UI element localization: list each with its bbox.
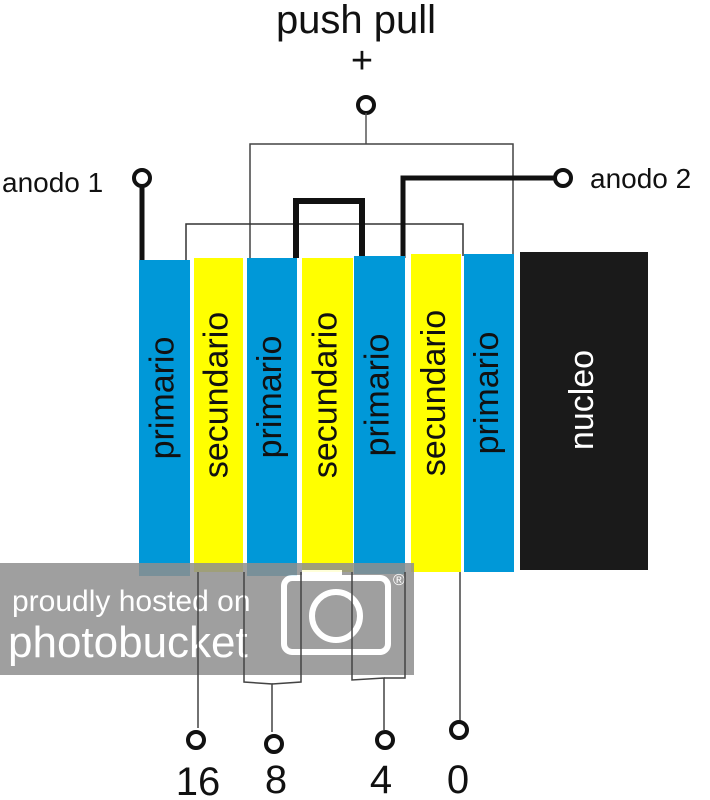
winding-label-3: primario bbox=[251, 336, 289, 459]
anode-1-label: anodo 1 bbox=[2, 167, 103, 198]
watermark-registered: ® bbox=[393, 572, 405, 589]
winding-layers: primario secundario primario secundario prim… bbox=[139, 254, 514, 576]
plus-sign: + bbox=[351, 40, 373, 82]
tap-16-terminal bbox=[186, 730, 206, 750]
anode-2-terminal bbox=[553, 168, 573, 188]
tap-8-return bbox=[271, 572, 302, 685]
winding-label-2: secundario bbox=[197, 312, 235, 478]
tap-4-terminal bbox=[375, 730, 395, 750]
tap-4-return bbox=[384, 572, 406, 679]
winding-secondary-2 bbox=[194, 258, 243, 572]
tap-0-terminal bbox=[449, 720, 469, 740]
bplus-frame-wire bbox=[249, 143, 514, 260]
winding-primary-7 bbox=[464, 254, 514, 572]
tap-0-label: 0 bbox=[447, 758, 469, 800]
winding-label-5: primario bbox=[358, 334, 396, 457]
bplus-terminal bbox=[356, 95, 376, 115]
tap-8-terminal bbox=[264, 734, 284, 754]
winding-secondary-6 bbox=[411, 254, 461, 572]
tap-8-label: 8 bbox=[265, 758, 287, 800]
bridge-wire bbox=[293, 198, 365, 258]
tap-8-wire bbox=[243, 572, 273, 732]
winding-primary-1 bbox=[139, 260, 190, 576]
photobucket-watermark: proudly hosted on photobucket ® bbox=[0, 563, 414, 675]
watermark-line2: photobucket bbox=[8, 618, 248, 667]
core-label: nucleo bbox=[563, 350, 601, 450]
anode-1-terminal bbox=[132, 168, 152, 188]
winding-primary-5 bbox=[354, 256, 405, 574]
tap-16-label: 16 bbox=[176, 760, 221, 800]
winding-label-4: secundario bbox=[306, 312, 344, 478]
winding-secondary-4 bbox=[302, 258, 353, 572]
anode-2-wire bbox=[400, 175, 555, 258]
winding-label-6: secundario bbox=[415, 310, 453, 476]
core-block bbox=[520, 252, 648, 570]
winding-label-7: primario bbox=[468, 332, 506, 455]
anode-2-label: anodo 2 bbox=[590, 163, 691, 194]
tap-4-wire bbox=[351, 572, 385, 730]
watermark-line1: proudly hosted on bbox=[12, 585, 251, 618]
winding-label-1: primario bbox=[143, 337, 181, 460]
tap-4-label: 4 bbox=[370, 758, 392, 800]
inner-link-wire bbox=[185, 223, 464, 260]
winding-primary-3 bbox=[247, 258, 297, 576]
diagram-title: push pull bbox=[276, 0, 436, 42]
